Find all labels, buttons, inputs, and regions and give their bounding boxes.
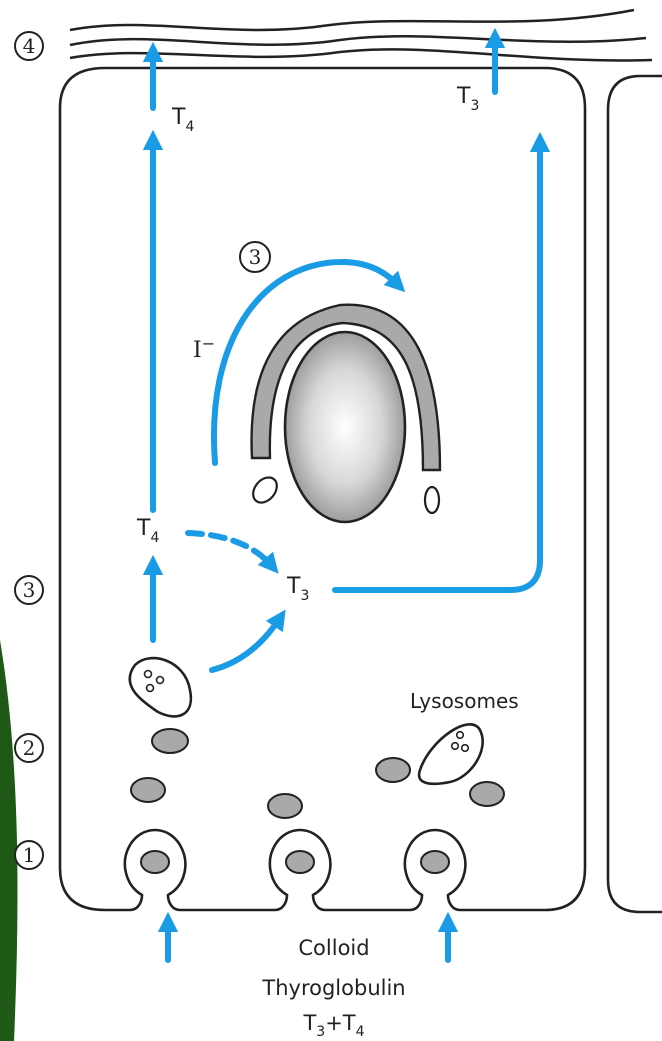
lysosome-left <box>130 658 191 716</box>
label-colloid: Colloid <box>298 936 369 960</box>
svg-text:3: 3 <box>23 578 36 602</box>
label-t4-top: T4 <box>171 105 194 135</box>
label-t4-mid: T4 <box>136 516 159 546</box>
step-marker-4: 4 <box>15 32 43 60</box>
endocytic-vesicles <box>141 851 449 873</box>
svg-text:4: 4 <box>23 34 36 58</box>
step-marker-3: 3 <box>15 576 43 604</box>
step-marker-3-iodination: 3 <box>240 242 270 272</box>
basement-membrane <box>70 10 652 60</box>
svg-text:2: 2 <box>23 736 36 760</box>
step-marker-2: 2 <box>15 734 43 762</box>
step-marker-1: 1 <box>15 841 43 869</box>
label-t3-top: T3 <box>456 84 479 114</box>
green-corner-decoration <box>0 640 17 1041</box>
label-t3-plus-t4: T3+T4 <box>302 1011 364 1040</box>
neighbour-cell-outline <box>608 76 662 912</box>
svg-text:1: 1 <box>23 843 36 867</box>
label-t3-mid: T3 <box>286 574 309 604</box>
svg-text:3: 3 <box>249 245 262 269</box>
arrow-lysosome-to-t3 <box>212 618 280 670</box>
arrow-t4-to-t3-dashed <box>188 533 272 566</box>
nucleus <box>248 305 440 522</box>
label-lysosomes: Lysosomes <box>410 689 519 713</box>
label-iodide: I− <box>193 334 215 363</box>
label-thyroglobulin: Thyroglobulin <box>261 976 405 1000</box>
lysosome-right <box>419 724 483 783</box>
